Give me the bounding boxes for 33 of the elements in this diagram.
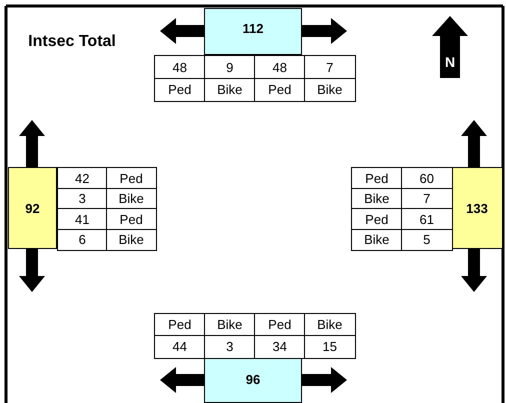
count-cell: 7	[304, 55, 356, 79]
count-cell: 48	[154, 55, 206, 79]
count-cell: 34	[254, 335, 306, 358]
approach-total-box: 112	[204, 8, 302, 55]
count-cell: Bike	[106, 188, 156, 210]
count-cell: 7	[401, 188, 452, 210]
count-cell: 48	[254, 55, 306, 79]
intersection-total-heading: Intsec Total	[27, 32, 117, 52]
count-cell: Bike	[304, 78, 356, 102]
approach-total-box: 96	[204, 357, 302, 403]
count-cell: 61	[401, 208, 452, 230]
count-cell: 5	[401, 228, 452, 250]
count-cell: Ped	[154, 78, 206, 102]
count-cell: Ped	[106, 208, 156, 230]
count-cell: Ped	[351, 167, 402, 189]
compass-letter: N	[444, 53, 456, 72]
count-cell: Ped	[254, 78, 306, 102]
count-cell: Bike	[351, 228, 402, 250]
count-cell: Bike	[204, 78, 256, 102]
count-cell: 42	[57, 167, 108, 189]
count-cell: 60	[401, 167, 452, 189]
count-cell: Bike	[106, 228, 156, 250]
count-cell: 3	[204, 335, 256, 358]
count-cell: Ped	[351, 208, 402, 230]
count-cell: Ped	[106, 167, 156, 189]
count-cell: 6	[57, 228, 108, 250]
count-cell: 44	[154, 335, 206, 358]
count-cell: 41	[57, 208, 108, 230]
count-cell: Bike	[304, 313, 356, 336]
count-cell: 15	[304, 335, 356, 358]
approach-total-box: 92	[8, 167, 57, 249]
count-cell: 9	[204, 55, 256, 79]
approach-total-box: 133	[451, 167, 503, 249]
